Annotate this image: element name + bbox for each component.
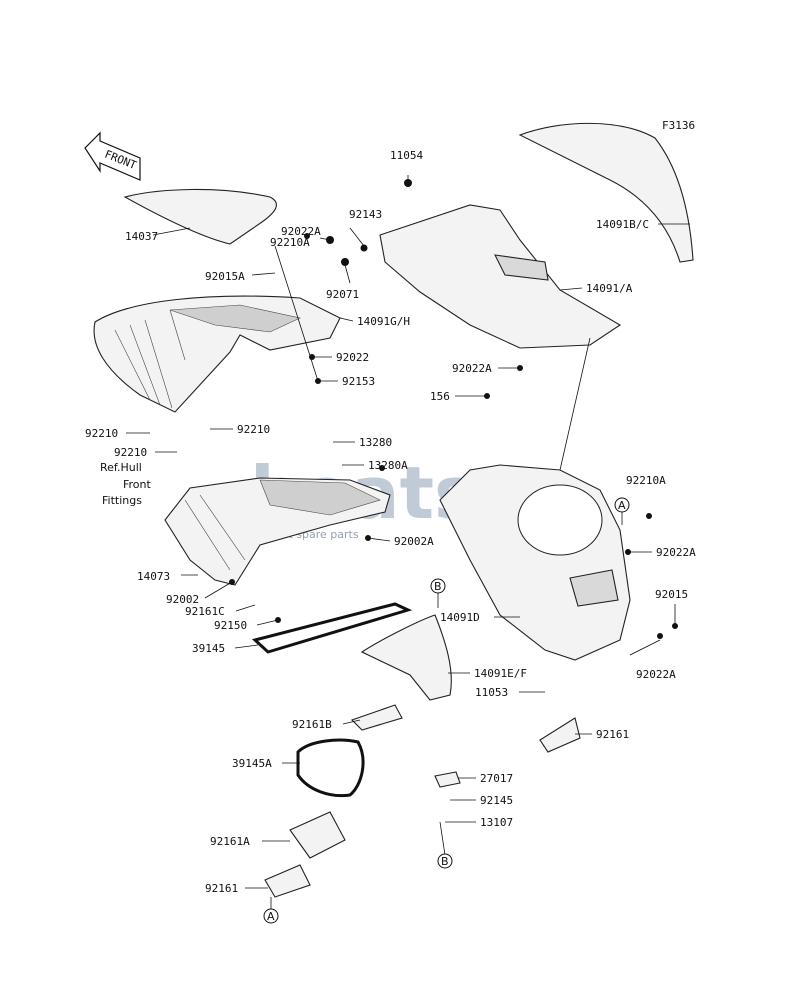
label-14091d: 14091D	[440, 611, 480, 624]
figure-code: F3136	[662, 119, 695, 132]
label-92210-mid: 92210	[237, 423, 270, 436]
ref-note-front: Front	[123, 478, 152, 491]
label-92153: 92153	[342, 375, 375, 388]
label-92143: 92143	[349, 208, 382, 221]
label-92161c: 92161C	[185, 605, 225, 618]
label-92002: 92002	[166, 593, 199, 606]
pad-92161-right	[539, 717, 581, 753]
label-13280a: 13280A	[368, 459, 408, 472]
label-92210-ref: 92210	[114, 446, 147, 459]
ref-marker-b-top-label: B	[434, 580, 442, 593]
label-13280: 13280	[359, 436, 392, 449]
label-92145: 92145	[480, 794, 513, 807]
cover-14037	[123, 188, 277, 245]
label-92002a: 92002A	[394, 535, 434, 548]
console-gauge	[569, 569, 619, 607]
label-92161a: 92161A	[210, 835, 250, 848]
ref-marker-b-top: B	[430, 578, 446, 594]
label-92210-left: 92210	[85, 427, 118, 440]
gasket-39145a	[296, 738, 365, 798]
label-14073: 14073	[137, 570, 170, 583]
ref-marker-a-top: A	[614, 497, 630, 513]
label-14037: 14037	[125, 230, 158, 243]
part-labels: 11054 14037 92022A 92143 92210A 92015A 9…	[85, 149, 696, 895]
label-92150: 92150	[214, 619, 247, 632]
label-13107: 13107	[480, 816, 513, 829]
label-39145a: 39145A	[232, 757, 272, 770]
pad-92161b	[350, 704, 403, 731]
pad-92161-bottom	[264, 864, 311, 898]
ref-note-hull: Ref.Hull	[100, 461, 142, 474]
label-92022a-right: 92022A	[656, 546, 696, 559]
side-panel-14091a	[379, 204, 622, 349]
label-14091bc: 14091B/C	[596, 218, 649, 231]
label-11053: 11053	[475, 686, 508, 699]
label-14091ef: 14091E/F	[474, 667, 527, 680]
label-92022a-low: 92022A	[636, 668, 676, 681]
lower-panel-hatch	[184, 479, 381, 571]
label-92071: 92071	[326, 288, 359, 301]
label-92022a-mid: 92022A	[452, 362, 492, 375]
label-39145: 39145	[192, 642, 225, 655]
label-14091a: 14091/A	[586, 282, 633, 295]
side-panel-vent	[494, 254, 549, 281]
label-92210a-right: 92210A	[626, 474, 666, 487]
label-92161-right: 92161	[596, 728, 629, 741]
label-92161-bottom: 92161	[205, 882, 238, 895]
deck-panel-hatch	[114, 304, 301, 409]
label-92022: 92022	[336, 351, 369, 364]
ref-note-fittings: Fittings	[102, 494, 142, 507]
gasket-39145	[251, 602, 413, 654]
label-92015: 92015	[655, 588, 688, 601]
label-11054: 11054	[390, 149, 423, 162]
label-27017: 27017	[480, 772, 513, 785]
cover-14091ef	[360, 614, 452, 701]
ref-marker-b-bottom-label: B	[441, 855, 449, 868]
rear-fender-14091bc	[518, 122, 694, 263]
label-92015a: 92015A	[205, 270, 245, 283]
label-92210a-top: 92210A	[270, 236, 310, 249]
ref-marker-a-top-label: A	[618, 499, 626, 512]
leader-lines	[126, 175, 690, 910]
ref-marker-a-bottom: A	[263, 908, 279, 924]
label-92022a-top: 92022A	[281, 225, 321, 238]
pad-27017	[434, 771, 461, 788]
ref-marker-a-bottom-label: A	[267, 910, 275, 923]
front-arrow-icon: FRONT	[84, 131, 141, 181]
label-92161b: 92161B	[292, 718, 332, 731]
label-156: 156	[430, 390, 450, 403]
label-14091gh: 14091G/H	[357, 315, 410, 328]
pad-92161a	[289, 811, 346, 859]
ref-marker-b-bottom: B	[437, 853, 453, 869]
